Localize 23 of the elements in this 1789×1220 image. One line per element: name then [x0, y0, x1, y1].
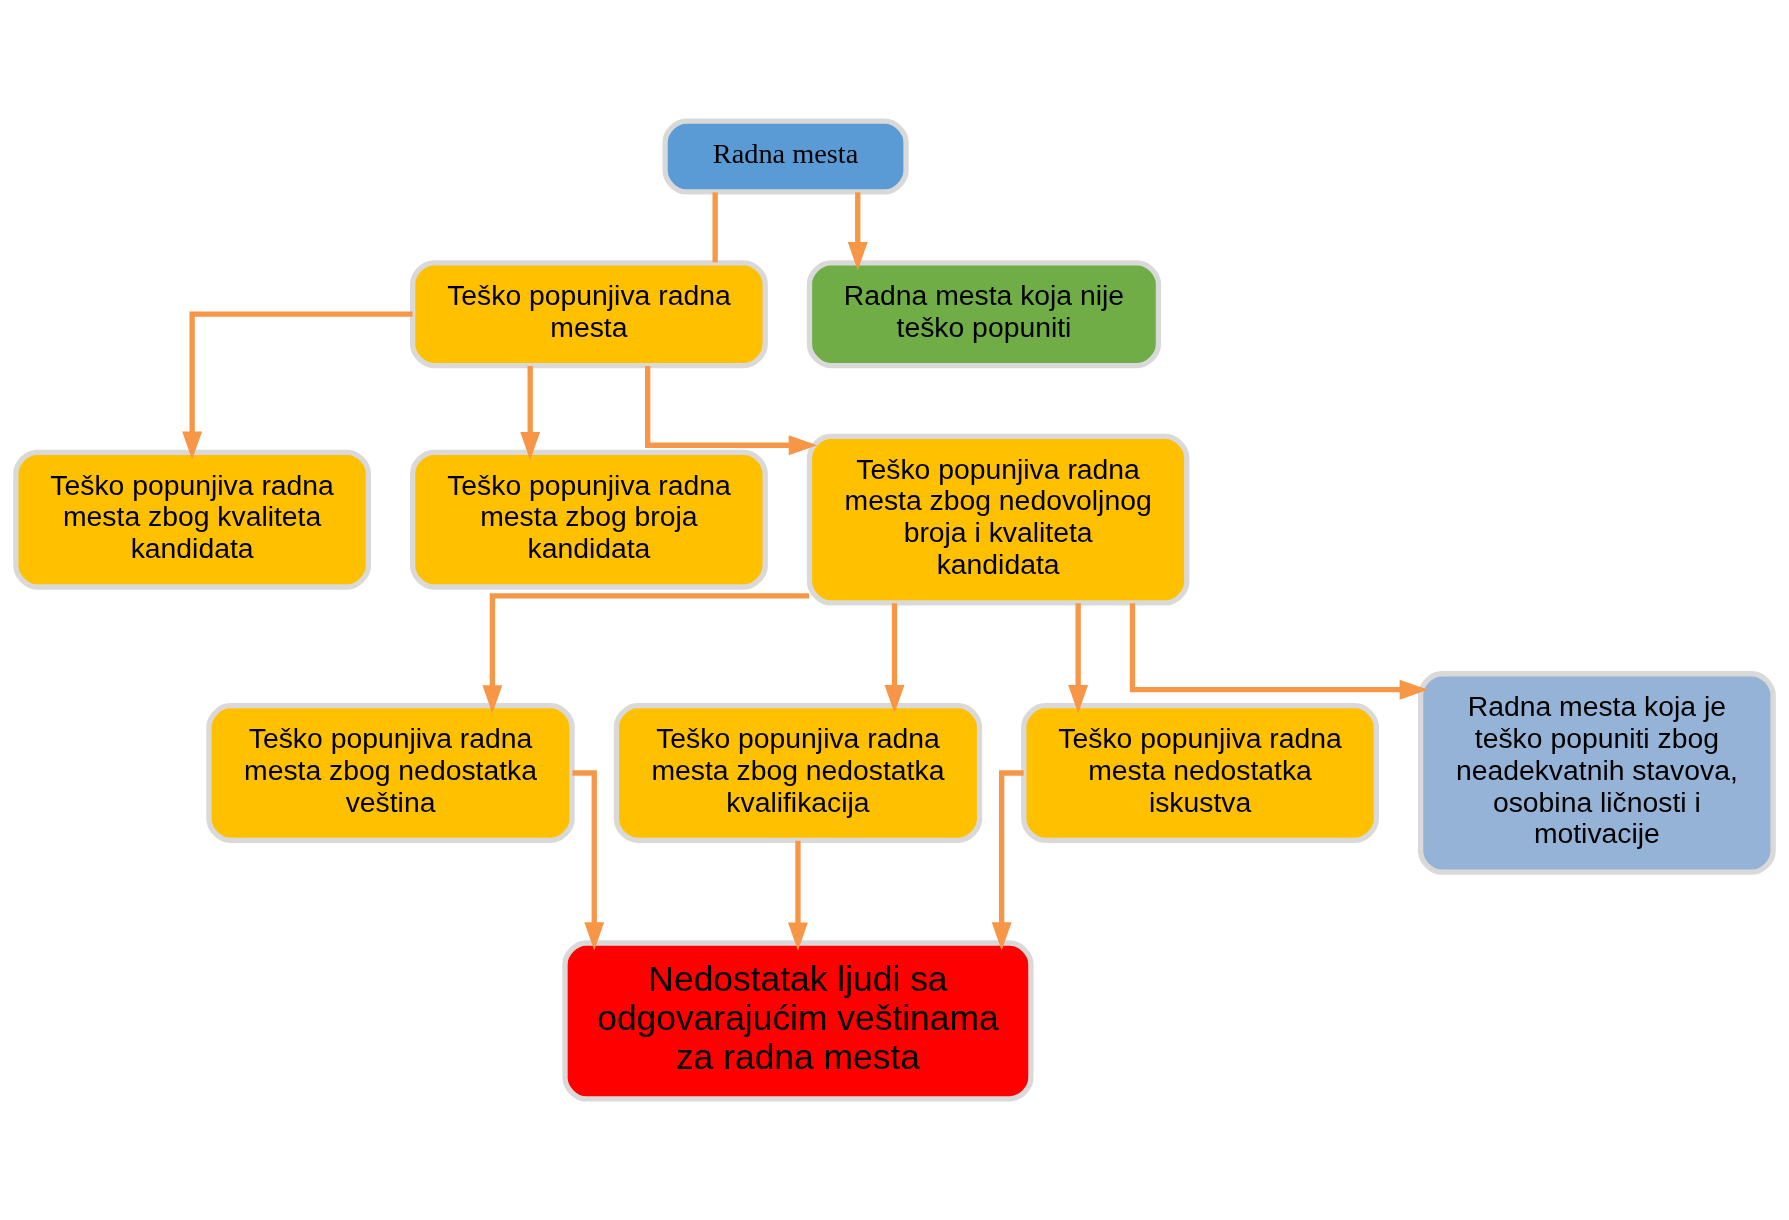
arrow [884, 603, 905, 714]
arrow [1068, 603, 1089, 714]
arrow [482, 593, 810, 714]
arrow [788, 840, 808, 951]
node-box: Teško popunjiva radna mesta [410, 260, 768, 369]
node-box: Teško popunjiva radna mesta zbog broja kandidata [410, 449, 768, 590]
node-box: Teško popunjiva radna mesta zbog nedostatka kvalifikacija [613, 703, 983, 843]
node-box: Teško popunjiva radna mesta zbog kvaliteta kandidata [13, 449, 372, 590]
arrow [847, 192, 868, 271]
arrow [182, 311, 413, 460]
node-box: Radna mesta [662, 118, 909, 195]
arrow [1129, 603, 1428, 700]
node-box: Teško popunjiva radna mesta nedostatka iskustva [1021, 703, 1379, 843]
arrow [645, 366, 818, 456]
node-box: Teško popunjiva radna mesta zbog nedovoljnog broja i kvaliteta kandidata [806, 433, 1190, 606]
node-box: Radna mesta koja nije teško popuniti [806, 260, 1162, 369]
node-box: Teško popunjiva radna mesta zbog nedostatka veština [206, 703, 575, 843]
arrow [520, 366, 541, 461]
node-box: Nedostatak ljudi sa odgovarajućim veštinama za radna mesta [562, 940, 1034, 1102]
arrow [991, 770, 1024, 951]
connector [712, 192, 718, 263]
arrow [572, 770, 605, 951]
node-box: Radna mesta koja je teško popuniti zbog neadekvatnih stavova, osobina ličnosti i motivacije [1417, 671, 1776, 875]
